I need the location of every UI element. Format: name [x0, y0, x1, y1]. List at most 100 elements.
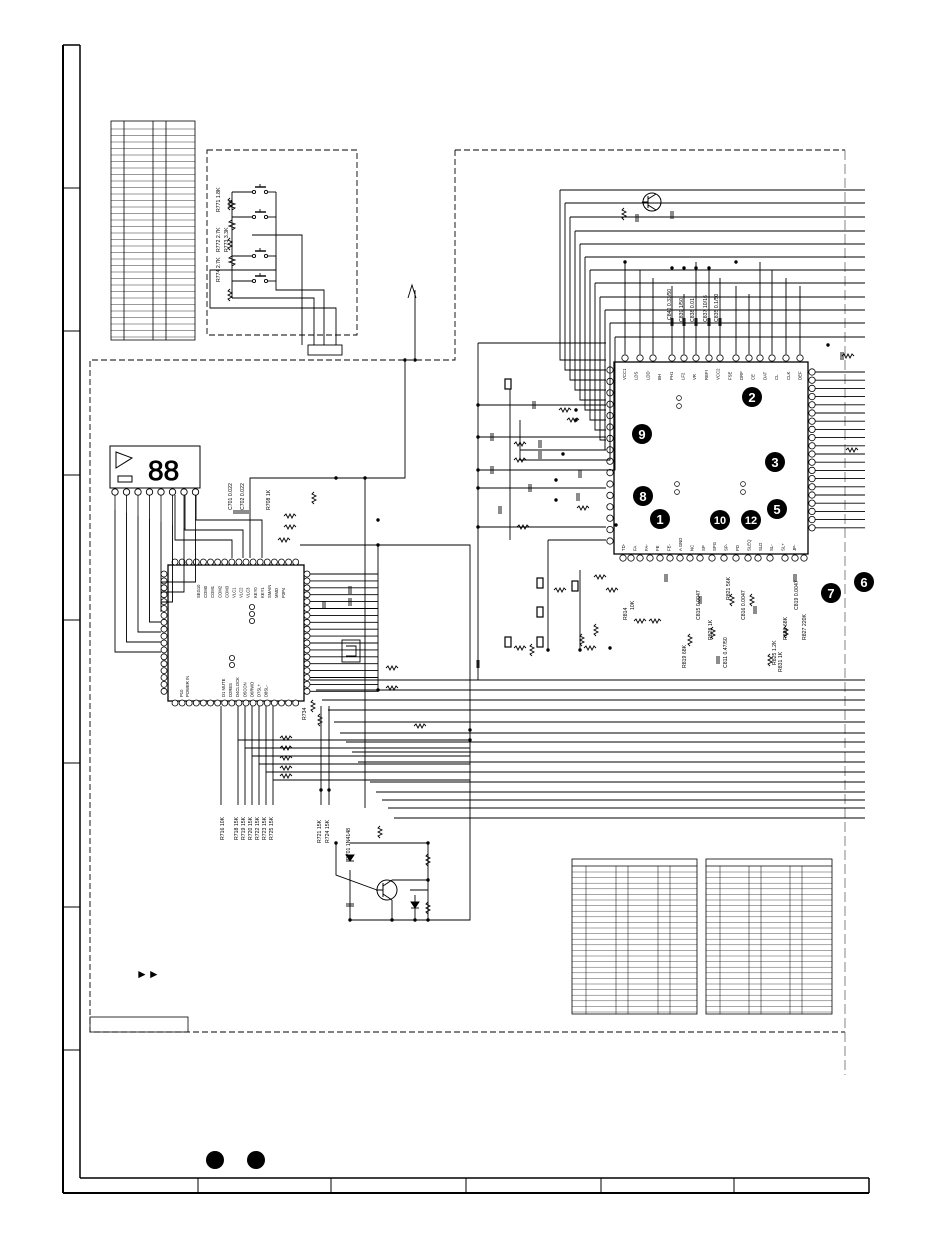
- servo-pin-right: [808, 483, 816, 491]
- micro-pin-top: [207, 558, 214, 566]
- micro-pin-top: [171, 558, 179, 566]
- bus-drop: [574, 231, 606, 391]
- bus-drop: [579, 244, 606, 401]
- micro-pin-bottom: [270, 699, 278, 707]
- c819-label: C819 0.0047: [794, 580, 800, 610]
- micro-pin-top: [185, 558, 193, 566]
- junction: [363, 476, 367, 480]
- micro-pin-right: [303, 605, 311, 612]
- micro-pin-bottom: [249, 699, 257, 707]
- resistor: [841, 352, 855, 360]
- resistor: [513, 456, 527, 464]
- wire: [195, 495, 263, 558]
- bus-drop: [599, 297, 606, 441]
- junction: [468, 738, 472, 742]
- micro-pin-bottom: [263, 699, 271, 707]
- resistor: [279, 772, 293, 780]
- micro-top-pin-label: COM3: [224, 585, 229, 598]
- micro-pin-left: [160, 625, 168, 633]
- lcd-pin: [168, 488, 177, 496]
- micro-top-pin-label: VLC3: [246, 587, 251, 598]
- servo-bottom-pin-label: A GND: [678, 538, 683, 551]
- transistor-q801: [642, 192, 662, 212]
- servo-top-pin-label: DRF: [739, 371, 744, 380]
- micro-top-pin-label: COM1: [210, 585, 215, 598]
- servo-pin-top: [745, 354, 753, 362]
- servo-ic: [613, 361, 809, 555]
- micro-top-pin-label: VLC1: [232, 587, 237, 598]
- junction: [376, 518, 380, 522]
- c840-label: C840 0.33/50: [667, 289, 673, 320]
- micro-top-pin-label: SEG10: [196, 584, 201, 598]
- micro-pin-left: [160, 612, 168, 619]
- c837-label: C837 10/16: [703, 295, 709, 322]
- micro-bottom-pin-label: D8SL-: [264, 685, 269, 697]
- c811-label: C811 0.47/50: [723, 637, 729, 668]
- micro-top-pin-label: P3P4: [281, 587, 286, 598]
- wire: [377, 545, 470, 691]
- micro-pin-bottom: [214, 699, 222, 707]
- junction: [574, 408, 578, 412]
- test-point: [676, 395, 682, 401]
- micro-pin-left: [160, 646, 168, 654]
- wire: [174, 495, 233, 558]
- servo-pin-bottom: [800, 554, 808, 562]
- servo-pin-bottom: [666, 554, 674, 562]
- junction: [476, 525, 480, 529]
- servo-pin-top: [692, 354, 700, 362]
- junction: [413, 358, 417, 362]
- micro-top-pin-label: SMAIN: [267, 585, 272, 598]
- resistor: [686, 633, 694, 647]
- resistor: [558, 406, 572, 414]
- servo-pin-top: [680, 354, 688, 362]
- junction: [413, 918, 417, 922]
- servo-pin-bottom: [732, 554, 740, 562]
- micro-pin-bottom: [285, 699, 293, 707]
- electrolytic-capacitor: [504, 378, 512, 390]
- resistor: [279, 754, 293, 762]
- wire: [300, 544, 471, 921]
- servo-pin-right: [808, 417, 816, 425]
- lcd-to-micro: [161, 531, 196, 583]
- junction: [426, 878, 430, 882]
- electrolytic-capacitor: [504, 636, 512, 648]
- servo-bottom-pin-label: FE: [655, 545, 660, 551]
- resistor: [283, 512, 297, 520]
- servo-top-pin-label: LDS: [634, 372, 639, 380]
- micro-pin-right: [303, 687, 311, 695]
- junction: [554, 498, 558, 502]
- servo-bottom-pin-label: SP-: [724, 543, 729, 551]
- resistor: [226, 237, 234, 251]
- d701-label: D701 1N4148: [346, 828, 352, 860]
- resistor: [576, 504, 590, 512]
- micro-pin-bottom: [228, 699, 236, 707]
- micro-pin-top: [263, 558, 271, 566]
- servo-bottom-pin-label: NC: [689, 545, 694, 551]
- junction: [334, 841, 338, 845]
- component-labels: R771 1.8K R772 2.7K R773 3.3K R774 2.7K …: [216, 187, 808, 860]
- diode: [410, 901, 420, 909]
- micro-pin-right: [303, 612, 311, 619]
- r826-label: R826 68K: [783, 616, 789, 640]
- junction: [694, 266, 698, 270]
- servo-pin-bottom: [744, 554, 752, 562]
- junction: [670, 266, 674, 270]
- junction: [476, 435, 480, 439]
- micro-pin-right: [303, 598, 311, 605]
- servo-pin-right: [808, 401, 816, 409]
- svg-text:88: 88: [148, 455, 179, 486]
- electrolytic-capacitor: [571, 580, 579, 592]
- micro-pin-bottom: [207, 699, 214, 707]
- micro-pin-top: [270, 558, 278, 566]
- resistor: [633, 617, 647, 625]
- micro-bottom-pin-label: D6RWD: [249, 682, 254, 697]
- micro-pin-top: [214, 558, 222, 566]
- r821-label: R821 56K: [726, 576, 732, 600]
- resistor: [279, 734, 293, 742]
- switch-contact: [263, 278, 269, 284]
- lcd-to-micro: [161, 528, 185, 593]
- wire: [335, 843, 378, 891]
- servo-pin-top: [732, 354, 740, 362]
- callout-8: 8: [639, 489, 646, 504]
